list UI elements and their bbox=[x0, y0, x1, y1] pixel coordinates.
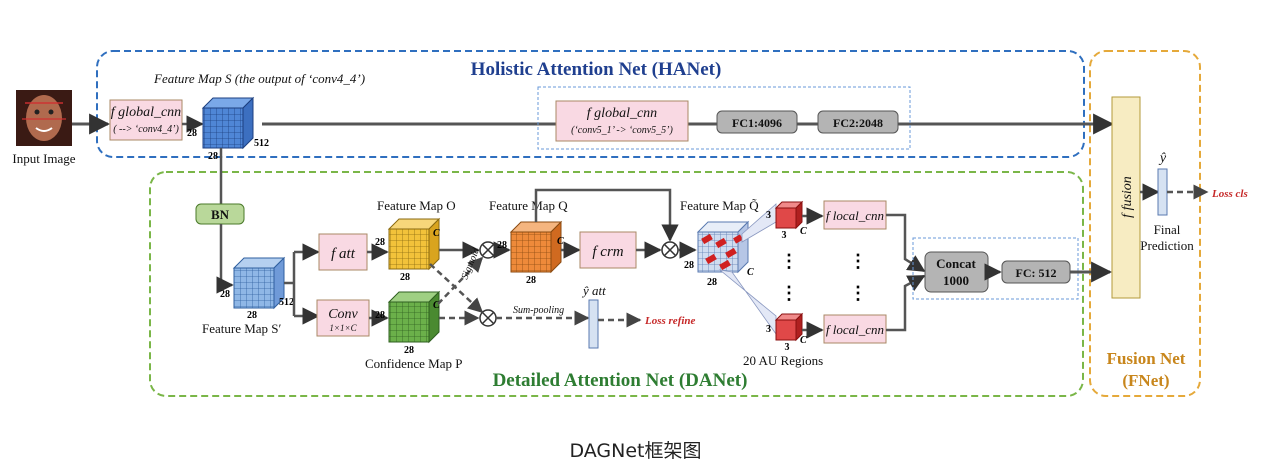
feature-map-o-cube bbox=[387, 217, 441, 271]
sp-dim-28-bottom: 28 bbox=[247, 310, 257, 321]
q-dim-28-bottom: 28 bbox=[526, 275, 536, 286]
feature-map-q-label: Feature Map Q bbox=[489, 198, 568, 213]
s-dim-28-left: 28 bbox=[187, 128, 197, 139]
svg-text:FC2:2048: FC2:2048 bbox=[833, 116, 883, 130]
svg-text:1×1×C: 1×1×C bbox=[329, 323, 357, 333]
qt-dim-28-left: 28 bbox=[684, 260, 694, 271]
feature-map-s-label: Feature Map S (the output of ‘conv4_4’) bbox=[153, 71, 365, 86]
fnet-title-line2: (FNet) bbox=[1122, 371, 1169, 390]
multiply-node-2 bbox=[479, 309, 497, 327]
au-top-dim-c: C bbox=[800, 226, 807, 237]
svg-text:FC: 512: FC: 512 bbox=[1016, 266, 1057, 280]
y-att-bar bbox=[588, 299, 599, 349]
final-prediction-line1: Final bbox=[1154, 222, 1181, 237]
s-dim-512: 512 bbox=[254, 138, 269, 149]
bn-box: BN bbox=[195, 203, 245, 225]
global-cnn-1-box: f global_cnn ( --> ‘conv4_4’) bbox=[109, 99, 183, 141]
qt-dim-28-bottom: 28 bbox=[707, 277, 717, 288]
concat-box: Concat 1000 bbox=[924, 251, 989, 293]
local-cnn-box-1: f local_cnn bbox=[823, 200, 887, 230]
svg-text:( --> ‘conv4_4’): ( --> ‘conv4_4’) bbox=[113, 124, 179, 135]
danet-title: Detailed Attention Net (DANet) bbox=[493, 370, 748, 391]
svg-text:f local_cnn: f local_cnn bbox=[826, 322, 884, 337]
au-crop-cube-bottom bbox=[774, 312, 804, 342]
svg-text:f local_cnn: f local_cnn bbox=[826, 208, 884, 223]
fc512-box: FC: 512 bbox=[1001, 260, 1071, 284]
q-dim-c: C bbox=[557, 236, 564, 247]
feature-map-s-prime-label: Feature Map S′ bbox=[202, 321, 282, 336]
f-crm-box: f crm bbox=[579, 231, 637, 269]
svg-text:(‘conv5_1’ -> ‘conv5_5’): (‘conv5_1’ -> ‘conv5_5’) bbox=[571, 125, 673, 136]
multiply-node-1 bbox=[479, 241, 497, 259]
svg-text:f global_cnn: f global_cnn bbox=[111, 105, 181, 120]
svg-text:f global_cnn: f global_cnn bbox=[587, 106, 657, 121]
fusion-block: f fusion bbox=[1111, 96, 1141, 299]
y-hat-label: ŷ bbox=[1158, 151, 1167, 166]
au-bottom-dim-c: C bbox=[800, 335, 807, 346]
feature-map-q-tilde-label: Feature Map Q̃ bbox=[680, 198, 759, 213]
hanet-region bbox=[96, 50, 1085, 158]
svg-text:f fusion: f fusion bbox=[1120, 176, 1135, 218]
global-cnn-2-box: f global_cnn (‘conv5_1’ -> ‘conv5_5’) bbox=[555, 100, 689, 142]
y-att-label: ŷ att bbox=[581, 283, 606, 298]
hanet-subregion bbox=[537, 86, 911, 150]
local-cnn-box-2: f local_cnn bbox=[823, 314, 887, 344]
fc1-box: FC1:4096 bbox=[716, 110, 798, 134]
au-regions-label: 20 AU Regions bbox=[743, 353, 823, 368]
svg-text:Conv: Conv bbox=[328, 307, 358, 322]
input-image-label: Input Image bbox=[12, 151, 75, 166]
o-dim-c: C bbox=[433, 228, 440, 239]
au-crop-cube-top bbox=[774, 200, 804, 230]
input-face-image bbox=[16, 90, 72, 146]
au-top-dim-3-left: 3 bbox=[766, 210, 771, 221]
q-dim-28-left: 28 bbox=[497, 240, 507, 251]
fnet-title-line1: Fusion Net bbox=[1107, 349, 1186, 368]
sp-dim-28-left: 28 bbox=[220, 289, 230, 300]
p-dim-28-left: 28 bbox=[375, 310, 385, 321]
svg-text:f att: f att bbox=[331, 246, 356, 262]
svg-text:1000: 1000 bbox=[943, 273, 969, 288]
sum-pooling-label: Sum-pooling bbox=[513, 305, 564, 316]
au-top-dim-3-bottom: 3 bbox=[782, 230, 787, 241]
au-dots-1: ⋮ bbox=[780, 251, 798, 271]
au-bottom-dim-3-left: 3 bbox=[766, 324, 771, 335]
au-bottom-dim-3-bottom: 3 bbox=[785, 342, 790, 353]
conv-box: Conv 1×1×C bbox=[316, 299, 370, 337]
fnet-region bbox=[1089, 50, 1201, 397]
svg-text:f crm: f crm bbox=[592, 244, 623, 260]
concat-subregion bbox=[912, 237, 1079, 300]
multiply-node-3 bbox=[661, 241, 679, 259]
y-hat-bar bbox=[1157, 168, 1168, 216]
local-dots-2: ⋮ bbox=[849, 283, 867, 303]
feature-map-s-cube bbox=[201, 96, 255, 150]
fc2-box: FC2:2048 bbox=[817, 110, 899, 134]
hanet-title: Holistic Attention Net (HANet) bbox=[471, 59, 722, 80]
loss-refine-label: Loss refine bbox=[644, 315, 696, 327]
o-dim-28-left: 28 bbox=[375, 237, 385, 248]
au-dots-2: ⋮ bbox=[780, 283, 798, 303]
svg-text:Concat: Concat bbox=[936, 256, 976, 271]
feature-map-s-prime-cube bbox=[232, 256, 286, 310]
sp-dim-512: 512 bbox=[279, 297, 294, 308]
p-dim-28-bottom: 28 bbox=[404, 345, 414, 356]
p-dim-c: C bbox=[433, 300, 440, 311]
loss-cls-label: Loss cls bbox=[1211, 188, 1248, 200]
feature-map-q-tilde-cube bbox=[696, 220, 750, 274]
f-att-box: f att bbox=[318, 233, 368, 271]
s-dim-28-bottom: 28 bbox=[208, 151, 218, 162]
confidence-map-p-label: Confidence Map P bbox=[365, 356, 462, 371]
local-dots-1: ⋮ bbox=[849, 251, 867, 271]
svg-text:FC1:4096: FC1:4096 bbox=[732, 116, 782, 130]
figure-caption: DAGNet框架图 bbox=[569, 440, 702, 462]
confidence-map-p-cube bbox=[387, 290, 441, 344]
qt-dim-c: C bbox=[747, 267, 754, 278]
final-prediction-line2: Prediction bbox=[1140, 238, 1194, 253]
feature-map-q-cube bbox=[509, 220, 563, 274]
feature-map-o-label: Feature Map O bbox=[377, 198, 456, 213]
o-dim-28-bottom: 28 bbox=[400, 272, 410, 283]
svg-text:BN: BN bbox=[211, 207, 230, 222]
